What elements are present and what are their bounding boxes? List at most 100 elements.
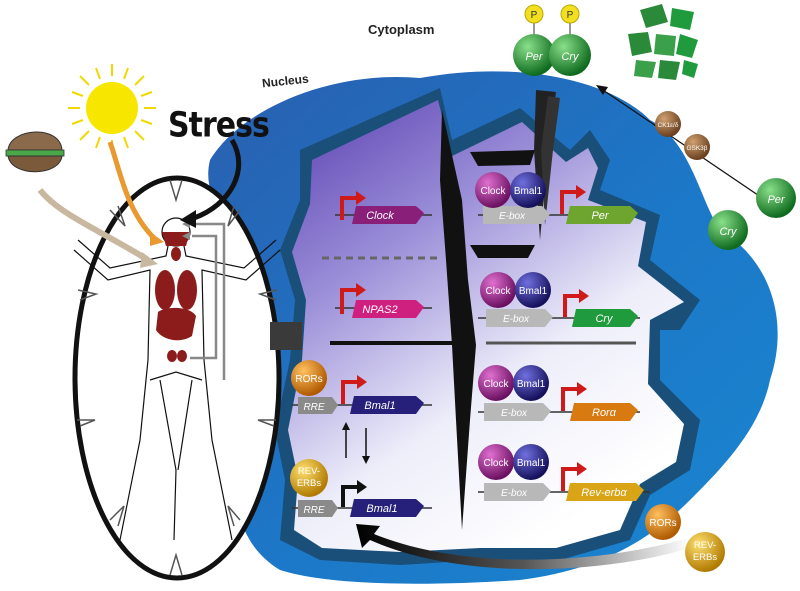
per-phospho — [513, 34, 555, 76]
rors-label: RORs — [295, 374, 322, 385]
clock-protein-2-label: Clock — [485, 286, 511, 297]
phosphate-1 — [524, 4, 544, 24]
stress-label: Stress — [168, 105, 270, 146]
per-cyto-label: Per — [767, 194, 785, 206]
gene-rora — [570, 403, 638, 421]
bmal1-protein-2 — [515, 272, 551, 308]
per-row: E-box Clock Bmal1 Per — [475, 172, 638, 224]
phosphate-2 — [560, 4, 580, 24]
gene-bmal1-bottom-label: Bmal1 — [366, 503, 397, 515]
degradation-fragments — [628, 4, 698, 80]
ck1-kinase — [655, 111, 681, 137]
clock-protein-1-label: Clock — [480, 186, 506, 197]
phosphate-1-label: P — [531, 10, 538, 21]
clock-protein-3-label: Clock — [483, 379, 509, 390]
gene-reverba-label: Rev-erbα — [581, 487, 627, 499]
bmal1-protein-2-label: Bmal1 — [519, 286, 548, 297]
reverba-row: E-box Clock Bmal1 Rev-erbα — [478, 444, 650, 501]
rors-cytoplasm — [645, 504, 681, 540]
clock-protein-4-label: Clock — [483, 458, 509, 469]
ck1-label: CK1ε/δ — [658, 122, 679, 129]
bmal1-protein-4 — [513, 444, 549, 480]
bmal1-protein-3 — [513, 365, 549, 401]
reverbs-cytoplasm — [685, 532, 725, 572]
clock-protein-3 — [478, 365, 514, 401]
cry-phospho — [549, 34, 591, 76]
reverbs-cyto-label-1: REV- — [694, 540, 716, 551]
cry-cytoplasm — [708, 210, 748, 250]
gene-cry-label: Cry — [595, 313, 614, 325]
feedback-loop-1 — [190, 234, 218, 360]
ebox-per — [483, 206, 550, 224]
bmal1-protein-4-label: Bmal1 — [517, 458, 546, 469]
sun-icon — [68, 64, 156, 152]
connector-bar — [270, 322, 302, 350]
bmal1-protein-1-label: Bmal1 — [514, 186, 543, 197]
bmal1-protein-1 — [510, 172, 546, 208]
rors-cytoplasm-label: RORs — [649, 518, 676, 529]
clock-protein-1 — [475, 172, 511, 208]
gene-cry — [572, 309, 638, 327]
reverbs-cyto-label-2: ERBs — [693, 552, 718, 563]
rre-box-bottom — [298, 500, 338, 517]
cytoplasm-label: Cytoplasm — [368, 22, 435, 37]
gene-npas2 — [352, 300, 424, 318]
feedback-arrow-2 — [470, 245, 535, 258]
promoter-arrow-rora — [561, 387, 577, 411]
per-phospho-label: Per — [525, 51, 543, 63]
ebox-rora-label: E-box — [501, 408, 528, 419]
ebox-rora — [484, 403, 551, 421]
central-arrow — [440, 110, 476, 530]
nuclear-import-arrow — [356, 524, 690, 570]
clock-protein-4 — [478, 444, 514, 480]
gene-bmal1-top — [350, 396, 424, 414]
per-cytoplasm — [756, 178, 796, 218]
cry-row: E-box Clock Bmal1 Cry — [478, 272, 640, 327]
gene-bmal1-bottom — [350, 499, 424, 517]
cry-phospho-label: Cry — [561, 51, 580, 63]
gene-per — [566, 206, 638, 224]
clock-protein-2 — [480, 272, 516, 308]
rora-row: E-box Clock Bmal1 Rorα — [478, 365, 640, 421]
burger-icon — [5, 131, 65, 173]
ebox-cry — [486, 309, 553, 327]
promoter-arrow-reverba — [561, 467, 577, 491]
reverbs-label-2: ERBs — [297, 478, 322, 489]
promoter-arrow-per — [560, 190, 576, 214]
repressed-promoter-arrow — [341, 485, 357, 507]
feedback-loop-2 — [192, 222, 226, 380]
gene-clock — [352, 206, 424, 224]
reverbs-protein — [290, 459, 328, 497]
body-oval — [72, 175, 282, 581]
promoter-arrow-npas2 — [340, 288, 356, 314]
cry-cyto-label: Cry — [719, 226, 738, 238]
gene-reverba — [566, 483, 644, 501]
promoter-arrow-clock — [340, 196, 356, 220]
light-arrow — [107, 141, 156, 240]
gene-per-label: Per — [591, 210, 609, 222]
rre-label-top: RRE — [303, 402, 324, 413]
rre-label-bottom: RRE — [303, 505, 324, 516]
ebox-cry-label: E-box — [503, 314, 530, 325]
gene-clock-label: Clock — [366, 210, 394, 222]
ebox-reverba-label: E-box — [501, 488, 528, 499]
promoter-arrow-bmal1 — [341, 380, 357, 404]
ebox-per-label: E-box — [499, 211, 526, 222]
promoter-arrow-cry — [563, 294, 579, 317]
clock-ticks — [77, 179, 278, 576]
ebox-reverba — [484, 483, 551, 501]
reverbs-label-1: REV- — [298, 466, 320, 477]
rre-box-top — [298, 397, 338, 414]
gene-rora-label: Rorα — [592, 407, 617, 419]
gsk3b-kinase — [684, 134, 710, 160]
feedback-arrow-1 — [470, 150, 535, 166]
stress-arrow — [193, 138, 242, 221]
bmal1-protein-3-label: Bmal1 — [517, 379, 546, 390]
gsk3b-label: GSK3β — [686, 145, 707, 152]
food-arrow — [37, 188, 150, 263]
gene-npas2-label: NPAS2 — [362, 304, 397, 316]
gene-bmal1-top-label: Bmal1 — [364, 400, 395, 412]
rors-protein — [291, 360, 327, 396]
